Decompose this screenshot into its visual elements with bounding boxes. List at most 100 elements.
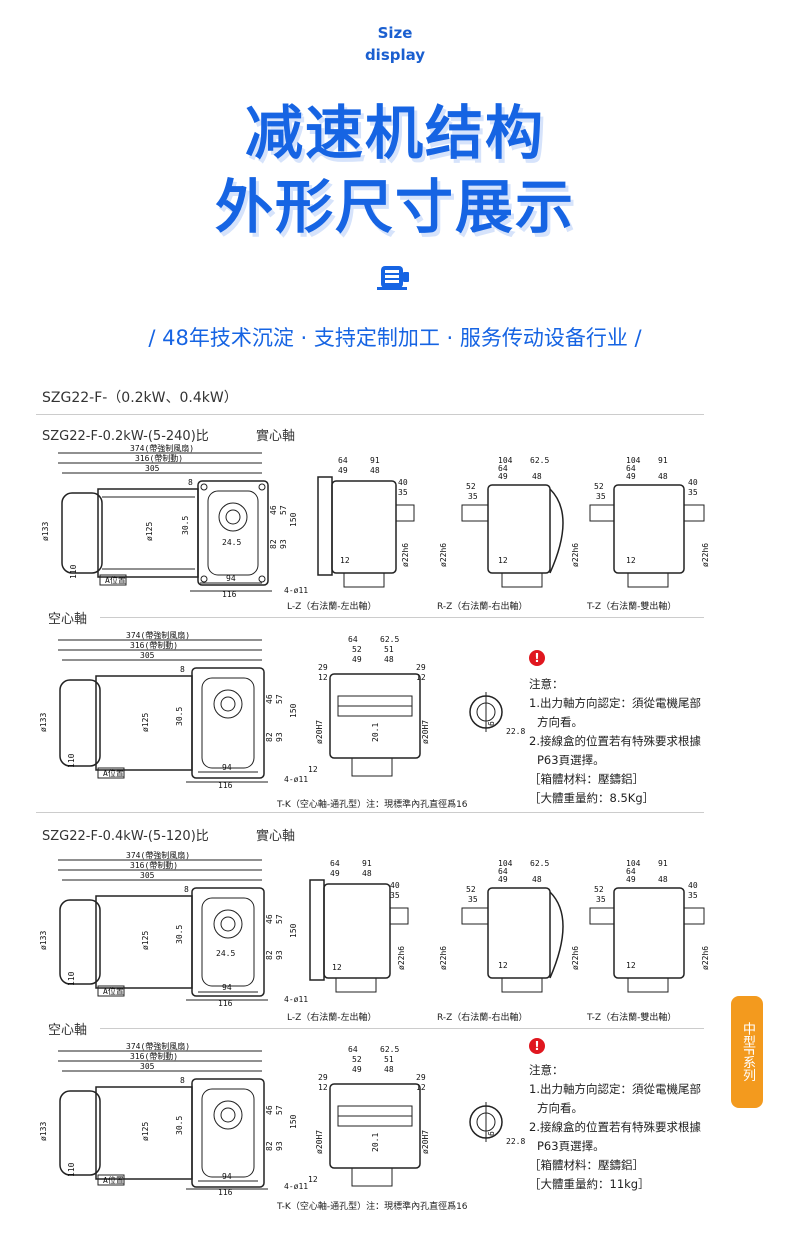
svg-text:48: 48 [532, 472, 542, 481]
dim-24-5: 24.5 [222, 538, 241, 547]
block1-weight: ［大體重量約：8.5Kg］ [529, 791, 655, 805]
svg-text:ø22h6: ø22h6 [701, 946, 710, 970]
notes-line2: 2.接線盒的位置若有特殊要求根據 [529, 1120, 701, 1134]
svg-text:64: 64 [498, 464, 508, 473]
dim-133: ø133 [41, 522, 50, 541]
dim-305: 305 [145, 464, 160, 473]
svg-text:46: 46 [265, 694, 274, 704]
divider [100, 1028, 704, 1029]
dim-apos: A位置 [105, 575, 126, 585]
svg-text:ø20H7: ø20H7 [421, 1130, 430, 1154]
svg-text:64: 64 [348, 635, 358, 644]
warning-icon: ! [529, 650, 545, 666]
svg-text:316(帶制動): 316(帶制動) [130, 1051, 178, 1061]
svg-text:316(帶制動): 316(帶制動) [130, 640, 178, 650]
svg-text:51: 51 [384, 645, 394, 654]
svg-text:35: 35 [688, 891, 698, 900]
svg-text:82: 82 [265, 950, 274, 960]
svg-text:57: 57 [275, 694, 284, 704]
svg-text:ø20H7: ø20H7 [421, 720, 430, 744]
svg-text:12: 12 [332, 963, 342, 972]
svg-text:64: 64 [626, 464, 636, 473]
svg-text:35: 35 [390, 891, 400, 900]
notes-line1: 1.出力軸方向認定：須從電機尾部 [529, 696, 701, 710]
svg-text:49: 49 [626, 875, 636, 884]
svg-text:40: 40 [398, 478, 408, 487]
svg-text:30.5: 30.5 [175, 707, 184, 726]
block2-notes: 注意： 1.出力軸方向認定：須從電機尾部 方向看。 2.接線盒的位置若有特殊要求… [529, 1061, 701, 1194]
svg-text:91: 91 [362, 859, 372, 868]
svg-text:12: 12 [340, 556, 350, 565]
svg-text:6: 6 [487, 1131, 496, 1136]
block1-solid-shaft-label: 實心軸 [256, 429, 296, 444]
svg-text:52: 52 [594, 482, 604, 491]
svg-text:A位置: A位置 [103, 1175, 124, 1185]
svg-text:29: 29 [416, 663, 426, 672]
svg-text:57: 57 [275, 914, 284, 924]
svg-text:93: 93 [275, 1141, 284, 1151]
side-tab-series[interactable]: 中型F系列 [731, 996, 763, 1108]
svg-text:104: 104 [498, 456, 513, 465]
block2-solid-shaft-label: 實心軸 [256, 829, 296, 844]
svg-text:12: 12 [318, 1083, 328, 1092]
svg-text:116: 116 [218, 1188, 233, 1197]
svg-text:94: 94 [222, 1172, 232, 1181]
svg-text:110: 110 [67, 753, 76, 768]
svg-text:91: 91 [370, 456, 380, 465]
svg-text:ø125: ø125 [141, 931, 150, 950]
svg-text:35: 35 [468, 492, 478, 501]
dim-57: 57 [279, 505, 288, 515]
svg-text:91: 91 [658, 456, 668, 465]
dim-150: 150 [289, 512, 298, 527]
block1-motor-front-drawing: 374(帶強制風扇) 316(帶制動) 305 8 A位置 ø133 110 ø… [41, 443, 308, 599]
notes-title: 注意： [529, 1063, 564, 1077]
svg-text:35: 35 [468, 895, 478, 904]
svg-text:64: 64 [330, 859, 340, 868]
svg-text:64: 64 [626, 867, 636, 876]
svg-text:ø22h6: ø22h6 [401, 543, 410, 567]
block1-hub-section: 6 22.8 [469, 692, 525, 736]
svg-text:49: 49 [338, 466, 348, 475]
section-title: SZG22-F-（0.2kW、0.4kW） [42, 390, 238, 406]
svg-text:4-ø11: 4-ø11 [284, 1182, 308, 1191]
svg-text:49: 49 [330, 869, 340, 878]
block1-notes: 注意： 1.出力軸方向認定：須從電機尾部 方向看。 2.接線盒的位置若有特殊要求… [529, 675, 701, 808]
svg-text:82: 82 [265, 732, 274, 742]
svg-text:8: 8 [180, 665, 185, 674]
svg-text:49: 49 [352, 1065, 362, 1074]
svg-text:40: 40 [390, 881, 400, 890]
divider [36, 812, 704, 813]
warning-icon: ! [529, 1038, 545, 1054]
notes-line1b: 方向看。 [537, 1101, 583, 1115]
svg-text:49: 49 [352, 655, 362, 664]
svg-text:48: 48 [384, 655, 394, 664]
divider [36, 414, 704, 415]
svg-text:ø20H7: ø20H7 [315, 720, 324, 744]
block1-caption-tz: T-Z（右法蘭-雙出軸） [587, 602, 677, 612]
svg-text:49: 49 [498, 472, 508, 481]
notes-material: ［箱體材料：壓鑄鋁］ [529, 1158, 644, 1172]
block1-tk-view: 64 62.5 52 51 49 48 29 29 12 12 ø20H7 ø2… [308, 635, 430, 777]
notes-line1: 1.出力軸方向認定：須從電機尾部 [529, 1082, 701, 1096]
svg-text:49: 49 [626, 472, 636, 481]
svg-text:22.8: 22.8 [506, 727, 525, 736]
svg-text:150: 150 [289, 703, 298, 718]
svg-text:ø22h6: ø22h6 [701, 543, 710, 567]
svg-text:91: 91 [658, 859, 668, 868]
svg-text:20.1: 20.1 [371, 1133, 380, 1152]
svg-text:374(帶強制風扇): 374(帶強制風扇) [126, 1041, 190, 1051]
svg-text:62.5: 62.5 [530, 456, 549, 465]
svg-text:A位置: A位置 [103, 768, 124, 778]
svg-text:316(帶制動): 316(帶制動) [130, 860, 178, 870]
svg-text:62.5: 62.5 [380, 1045, 399, 1054]
svg-text:62.5: 62.5 [380, 635, 399, 644]
block2-hub-section: 6 22.8 [469, 1102, 525, 1146]
svg-text:4-ø11: 4-ø11 [284, 995, 308, 1004]
motor-icon [377, 266, 409, 290]
dim-93: 93 [279, 539, 288, 549]
svg-text:12: 12 [626, 556, 636, 565]
svg-text:48: 48 [658, 875, 668, 884]
notes-title: 注意： [529, 677, 564, 691]
block2-lz-view: 64 91 49 48 40 35 12 ø22h6 [309, 859, 409, 993]
svg-text:305: 305 [140, 651, 155, 660]
